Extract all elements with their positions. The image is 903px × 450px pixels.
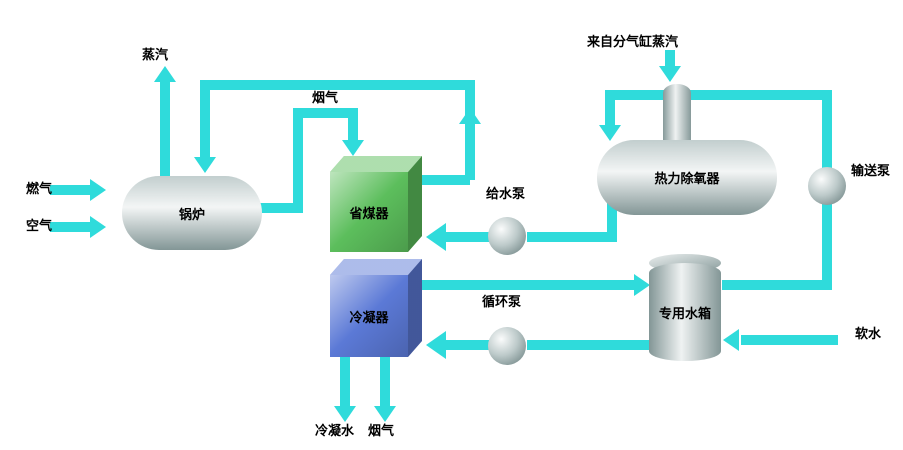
pipe-soft-water <box>741 335 838 345</box>
soft-water-label: 软水 <box>855 327 882 342</box>
steam-out-label: 蒸汽 <box>142 48 169 63</box>
economizer-block: 省煤器 <box>330 172 408 252</box>
arrowhead-steam-from-cylinder <box>659 66 681 82</box>
fuel-gas-label: 燃气 <box>26 182 53 197</box>
arrowhead-air <box>90 216 106 238</box>
condenser-top-face <box>330 259 422 275</box>
condenser-block: 冷凝器 <box>330 275 408 357</box>
arrowhead-flue-into-economizer <box>342 140 364 156</box>
pipe-into-deaerator <box>605 95 615 125</box>
boiler-vessel: 锅炉 <box>122 176 262 250</box>
pipe-condenser-to-tank <box>422 280 634 290</box>
pipe-fuel-gas <box>50 185 90 195</box>
pipe-feedwater-top-run <box>200 80 475 90</box>
pipe-economizer-outlet <box>413 175 470 185</box>
arrowhead-fuel-gas <box>90 179 106 201</box>
transfer-pump <box>808 167 846 205</box>
pipe-flue-riser <box>293 113 303 213</box>
transfer-pump-label: 输送泵 <box>851 164 891 179</box>
economizer-top-face <box>330 156 422 172</box>
circulation-pump-label: 循环泵 <box>482 295 522 310</box>
deaerator-label: 热力除氧器 <box>654 172 720 187</box>
pipe-tank-to-transferpump <box>722 280 827 290</box>
deaerator-nozzle <box>663 84 691 146</box>
pipe-deaerator-to-feedpump <box>527 232 617 242</box>
pipe-circpump-to-condenser <box>444 340 490 350</box>
condenser-label: 冷凝器 <box>349 310 389 326</box>
pipe-flue-out <box>380 355 390 406</box>
pipe-tank-to-circpump <box>527 340 649 350</box>
flue-gas-top-label: 烟气 <box>312 91 339 106</box>
pipe-top-right-run <box>605 90 832 100</box>
pipe-steam-from-cylinder <box>665 50 675 66</box>
arrowhead-flue-out <box>374 406 396 422</box>
pipe-flue-from-boiler <box>255 203 303 213</box>
air-label: 空气 <box>26 219 53 234</box>
circulation-pump <box>488 327 526 365</box>
condensate-water-label: 冷凝水 <box>315 424 355 439</box>
arrowhead-condensate-out <box>334 406 356 422</box>
arrowhead-soft-water <box>723 329 739 351</box>
pipe-steam-out <box>160 82 170 176</box>
arrowhead-feedwater-riser <box>459 108 481 124</box>
condenser-side-face <box>408 259 422 357</box>
arrowhead-into-condenser <box>426 331 446 359</box>
pipe-flue-top-run <box>293 108 358 118</box>
pipe-feedwater-riser <box>465 85 475 180</box>
water-tank-label: 专用水箱 <box>658 306 711 322</box>
arrowhead-steam-out <box>154 66 176 82</box>
arrowhead-into-deaerator <box>599 125 621 141</box>
water-tank: 专用水箱 <box>649 263 721 361</box>
pipe-transferpump-suction <box>822 203 832 290</box>
economizer-label: 省煤器 <box>349 206 389 222</box>
pipe-air <box>50 222 90 232</box>
pipe-feedwater-to-boiler <box>200 82 210 157</box>
flue-gas-bottom-label: 烟气 <box>368 424 395 439</box>
arrowhead-feedwater-into-boiler <box>194 157 216 173</box>
deaerator-vessel: 热力除氧器 <box>597 140 777 215</box>
economizer-side-face <box>408 156 422 252</box>
pipe-flue-into-economizer <box>348 113 358 143</box>
pipe-condensate-out <box>340 355 350 406</box>
arrowhead-into-tank <box>634 274 650 296</box>
boiler-label: 锅炉 <box>178 207 205 223</box>
feed-pump-label: 给水泵 <box>486 187 526 202</box>
arrowhead-into-economizer <box>426 223 446 251</box>
pipe-feedpump-to-economizer <box>444 232 490 242</box>
steam-from-cylinder-label: 来自分气缸蒸汽 <box>587 35 679 50</box>
pipe-transferpump-discharge <box>822 95 832 170</box>
pipe-deaerator-outlet <box>607 200 617 238</box>
feed-pump <box>488 217 526 255</box>
